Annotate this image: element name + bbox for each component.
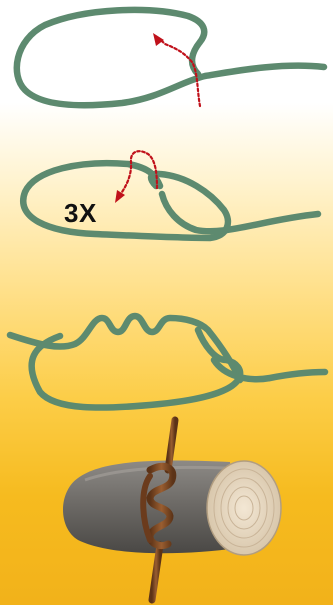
- step-3-illustration: [6, 312, 329, 411]
- step-1-rope: [13, 6, 328, 109]
- step-1-illustration: [13, 6, 328, 109]
- arrow-dotted-icon: [115, 190, 125, 203]
- log-icon: [63, 460, 238, 554]
- log-tree-rings: [213, 468, 275, 548]
- step-4-illustration: [63, 416, 282, 604]
- step-2-arrow-path: [120, 150, 159, 194]
- step-3-rope-loop: [28, 326, 244, 411]
- step-3-rope-tail: [210, 356, 329, 383]
- step-2-illustration: [20, 150, 322, 242]
- step-2-repeat-label: 3X: [64, 198, 97, 228]
- arrow-dotted-icon: [153, 33, 164, 46]
- step-4-cord: [140, 416, 179, 604]
- step-3-rope-left: [6, 312, 244, 384]
- step-2-rope-loop: [20, 159, 232, 242]
- log-end-face: [206, 460, 282, 556]
- step-2-rope-tail: [158, 190, 322, 235]
